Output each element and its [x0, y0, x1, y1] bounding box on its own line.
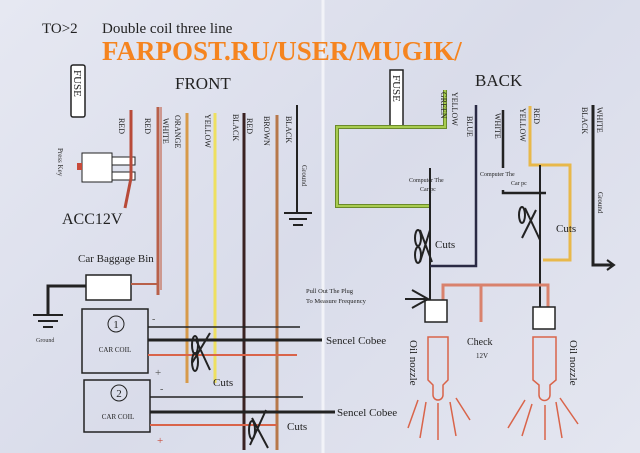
wire-white: [501, 110, 546, 195]
front-fuse: [70, 64, 86, 118]
check-label: Check: [467, 337, 493, 348]
oil-nozzle-1: [407, 336, 471, 440]
wire-label: RED: [117, 118, 126, 134]
wire-red: [123, 110, 133, 209]
wire-label: RED: [245, 118, 254, 134]
wire-label: WHITE: [161, 118, 170, 144]
wire-blue: [430, 105, 478, 268]
wire-green-yellow-stripe: [336, 90, 446, 207]
scissors-icon: [414, 229, 433, 264]
wire-label: YELLOW: [203, 114, 212, 148]
wire-red-yellow: [528, 106, 572, 262]
coil-number-circle: [110, 384, 128, 402]
wire-label: RED: [143, 118, 152, 134]
wire-label: BLACK: [231, 114, 240, 141]
wire-label: BLACK: [284, 116, 293, 143]
scissors-icon: [191, 332, 211, 372]
ground-icon: [33, 314, 63, 328]
coil-1-label: CAR COIL: [99, 346, 131, 354]
wire-label: BLACK: [580, 107, 589, 134]
coil-1-number: 1: [113, 319, 119, 331]
oil-nozzle-2-label: Oil nozzle: [567, 340, 579, 386]
back-heading: BACK: [475, 71, 523, 90]
switch-terminal: [111, 156, 136, 166]
arrow-icon: [405, 289, 431, 309]
title-prefix: TO>2: [42, 21, 78, 37]
computer-1-label-2: Car pc: [420, 187, 436, 193]
ground-icon: [284, 212, 312, 226]
plus-label: +: [157, 435, 163, 447]
scissors-icon: [518, 206, 541, 241]
watermark: FARPOST.RU/USER/MUGIK/: [102, 36, 462, 66]
cuts-2-label: Cuts: [287, 421, 307, 433]
plus-label: +: [155, 367, 161, 379]
baggage-bin-box: [85, 274, 132, 301]
arrow-icon: [606, 259, 616, 271]
minus-label: -: [160, 384, 163, 395]
plug-connector-1: [424, 299, 448, 323]
coil-2-label: CAR COIL: [102, 413, 134, 421]
wire-white-black: [591, 105, 612, 267]
oil-nozzle-1-label: Oil nozzle: [407, 340, 419, 386]
measure-frequency-label: To Measure Frequency: [306, 298, 367, 305]
wire-ground: [46, 284, 86, 315]
wire-label: BROWN: [262, 116, 271, 146]
wire-label: WHITE: [595, 107, 604, 133]
cuts-1-label: Cuts: [213, 377, 233, 389]
pull-plug-label: Pull Out The Plug: [306, 288, 354, 295]
baggage-bin-label: Car Baggage Bin: [78, 253, 154, 265]
car-coil-2: [83, 379, 151, 433]
wire-label: BLUE: [465, 116, 474, 137]
wire-label: WHITE: [493, 113, 502, 139]
coil-number-circle: [107, 315, 125, 333]
ground-label: Ground: [36, 338, 54, 344]
wire-label: YELLOW: [518, 108, 527, 142]
switch-terminal: [111, 171, 136, 181]
plug-connector-2: [532, 306, 556, 330]
minus-label: -: [152, 314, 155, 325]
wire-label: YELLOW: [450, 92, 459, 126]
sensor-1-label: Sencel Cobee: [326, 335, 386, 347]
acc-label: ACC12V: [62, 211, 123, 228]
front-ground-label: Ground: [300, 165, 308, 187]
diagram-title: Double coil three line: [102, 21, 233, 37]
sensor-2-label: Sencel Cobee: [337, 407, 397, 419]
back-ground-label: Ground: [596, 192, 604, 214]
back-cuts-2-label: Cuts: [556, 223, 576, 235]
wire-label: RED: [532, 108, 541, 124]
wire-red-loop: [441, 283, 550, 307]
oil-nozzle-2: [507, 336, 579, 440]
coil-2-number: 2: [116, 388, 122, 400]
press-key-button: [77, 163, 82, 170]
back-cuts-1-label: Cuts: [435, 239, 455, 251]
computer-1-label: Computer The: [409, 178, 444, 184]
wire-label: GREEN: [439, 92, 448, 119]
press-key-label: Press Key: [56, 148, 64, 177]
back-fuse-label: FUSE: [390, 75, 402, 102]
front-fuse-label: FUSE: [71, 70, 83, 97]
front-heading: FRONT: [175, 74, 231, 93]
computer-2-label-2: Car pc: [511, 181, 527, 187]
scissors-icon: [248, 409, 269, 449]
check-voltage-label: 12V: [476, 352, 488, 360]
press-key-switch: [81, 152, 113, 183]
computer-2-label: Computer The: [480, 172, 515, 178]
wire-label: ORANGE: [173, 115, 182, 148]
